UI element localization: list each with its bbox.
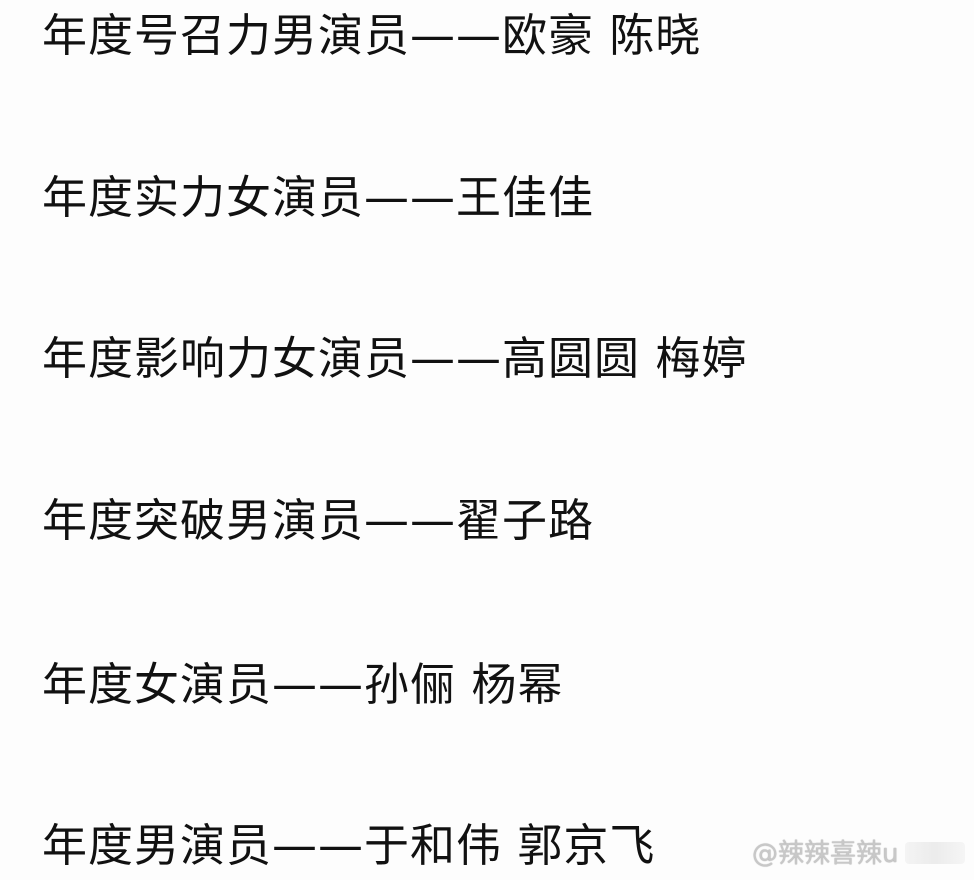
separator: ——: [364, 494, 457, 547]
separator: ——: [364, 171, 457, 224]
award-category: 年度号召力男演员: [42, 9, 411, 62]
award-line: 年度女演员——孙俪 杨幂: [42, 657, 563, 713]
award-category: 年度实力女演员: [42, 171, 365, 224]
award-line: 年度男演员——于和伟 郭京飞: [42, 818, 655, 874]
award-category: 年度影响力女演员: [42, 332, 411, 385]
award-line: 年度号召力男演员——欧豪 陈晓: [42, 8, 701, 64]
award-winners: 欧豪 陈晓: [502, 9, 702, 62]
separator: ——: [272, 658, 365, 711]
award-winners: 于和伟 郭京飞: [364, 819, 656, 872]
award-category: 年度突破男演员: [42, 494, 365, 547]
award-winners: 高圆圆 梅婷: [502, 332, 748, 385]
separator: ——: [410, 9, 503, 62]
blurred-watermark: [905, 842, 965, 864]
award-category: 年度男演员: [42, 819, 273, 872]
award-line: 年度实力女演员——王佳佳: [42, 170, 594, 226]
award-winners: 翟子路: [456, 494, 595, 547]
award-line: 年度影响力女演员——高圆圆 梅婷: [42, 331, 747, 387]
award-line: 年度突破男演员——翟子路: [42, 493, 594, 549]
separator: ——: [410, 332, 503, 385]
watermark: @辣辣喜辣u: [752, 839, 899, 869]
award-winners: 孙俪 杨幂: [364, 658, 564, 711]
separator: ——: [272, 819, 365, 872]
award-category: 年度女演员: [42, 658, 273, 711]
award-winners: 王佳佳: [456, 171, 595, 224]
